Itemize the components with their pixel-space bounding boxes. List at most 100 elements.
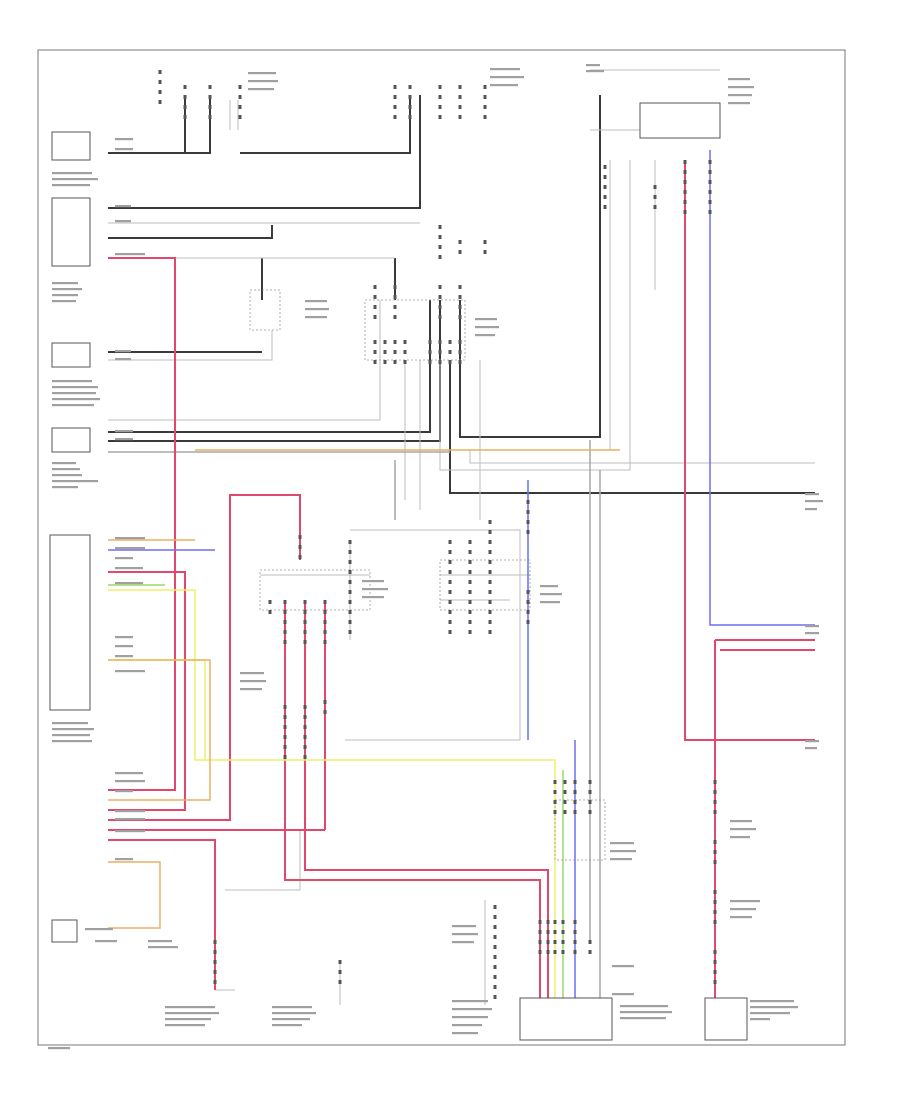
label-block [240,672,264,675]
label-block [452,1024,482,1027]
label-block [730,828,756,831]
label-block [620,1005,668,1008]
label-block [248,72,276,75]
component-box-2 [51,197,91,267]
label-block [452,1032,478,1035]
label-block [165,1024,205,1027]
label-block [805,500,823,503]
green-wires [108,584,564,1005]
label-block [52,728,94,731]
label-block [52,172,92,175]
bottom-module-box [519,997,613,1041]
label-block [452,941,474,944]
label-block [586,70,604,73]
label-block [52,184,90,187]
label-block [610,842,634,845]
label-block [362,580,384,583]
label-block [452,1016,488,1019]
label-block [115,430,133,433]
label-block [115,645,133,648]
label-block [490,68,520,71]
label-block [612,965,634,968]
diagram-border [37,49,846,1046]
label-block [728,78,750,81]
label-block [52,380,92,383]
gray-wires [108,440,601,1005]
label-block [52,474,82,477]
label-block [452,1008,492,1011]
label-block [85,928,113,931]
label-block [115,790,133,793]
label-block [115,636,133,639]
label-block [115,148,133,151]
label-block [750,1018,770,1021]
label-block [248,88,274,91]
component-box-1 [51,131,91,161]
label-block [148,940,172,943]
label-block [805,493,819,496]
label-block [95,940,117,943]
label-block [165,1012,219,1015]
connector-ticks [158,70,717,1000]
label-block [115,253,145,256]
label-block [475,318,497,321]
label-block [115,567,143,570]
label-block [540,585,558,588]
label-block [52,480,98,483]
label-block [115,582,143,585]
label-block [165,1006,215,1009]
orange-wires [108,449,620,929]
label-block [728,102,750,105]
label-block [115,438,133,441]
label-block [240,680,266,683]
label-block [148,946,178,949]
label-block [475,326,499,329]
label-block [115,655,133,658]
label-block [620,1017,666,1020]
label-block [52,462,76,465]
label-block [750,1000,794,1003]
label-block [540,601,560,604]
label-block [115,547,145,550]
label-block [730,908,756,911]
label-block [52,392,96,395]
label-block [115,780,145,783]
label-block [305,308,329,311]
label-block [52,740,92,743]
component-box-6 [51,919,78,943]
label-block [52,386,98,389]
label-block [805,632,819,635]
black-wires [108,95,815,494]
label-block [490,76,524,79]
label-block [115,670,145,673]
label-block [805,740,819,743]
label-block [610,858,632,861]
component-box-3 [51,342,91,368]
label-block [52,294,78,297]
label-block [52,486,78,489]
label-block [730,820,752,823]
label-block [452,1000,488,1003]
label-block [452,933,478,936]
label-block [115,138,133,141]
label-block [115,358,131,361]
label-block [52,282,78,285]
label-block [115,818,145,821]
label-block [115,557,133,560]
label-block [362,596,384,599]
component-boxes [49,102,748,1041]
label-block [805,747,817,750]
label-block [586,64,600,67]
label-block [52,288,82,291]
label-block [305,316,327,319]
label-block [750,1012,790,1015]
label-block [730,900,760,903]
label-block [730,916,752,919]
ecu-box [49,534,91,711]
label-block [115,205,131,208]
label-block [728,86,754,89]
label-block [52,300,76,303]
label-block [115,830,145,833]
label-block [750,1006,798,1009]
